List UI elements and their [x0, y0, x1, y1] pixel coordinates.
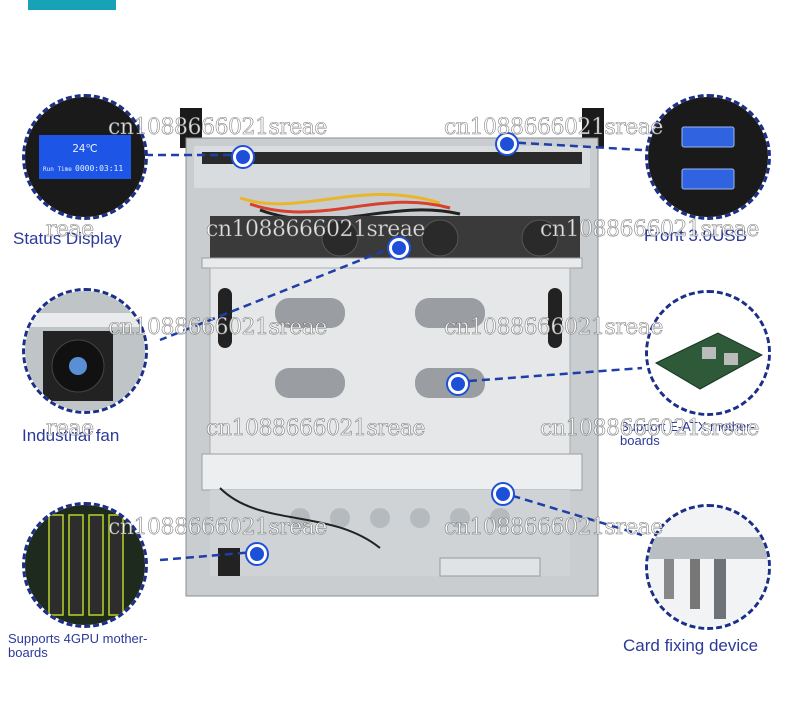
front-usb-label: Front 3.0USB: [644, 226, 747, 245]
watermark: cn1088666021sreae: [540, 217, 760, 243]
eatx-line1: Support E-ATX mother-: [620, 419, 755, 434]
front-usb-callout: [645, 94, 771, 220]
industrial-fan-label: Industrial fan: [22, 426, 120, 445]
gpu-marker: [247, 544, 267, 564]
motherboard-marker: [448, 374, 468, 394]
watermark: cn1088666021sreae: [540, 416, 760, 442]
eatx-line2: boards: [620, 433, 660, 448]
front-usb-marker: [497, 134, 517, 154]
lcd-run-time: 0000:03:11: [75, 164, 123, 173]
motherboard-callout: [645, 290, 771, 416]
gpu-callout: [22, 502, 148, 628]
server-chassis-image: [180, 108, 604, 598]
watermark: cn1088666021sreae: [108, 115, 328, 141]
status-display-label: Status Display: [13, 229, 122, 248]
watermark: cn1088666021sreae: [444, 115, 664, 141]
supports-4gpu-label: Supports 4GPU mother- boards: [8, 632, 178, 660]
lcd-run-time-label: Run Time: [43, 166, 72, 173]
fan-marker: [389, 238, 409, 258]
watermark: cn1088666021sreae: [444, 315, 664, 341]
status-display-callout: 24℃ Run Time 0000:03:11: [22, 94, 148, 220]
supports-4gpu-line1: Supports 4GPU mother-: [8, 631, 148, 646]
eatx-label: Support E-ATX mother- boards: [620, 420, 780, 448]
lcd-temp: 24℃: [72, 142, 98, 155]
card-fixing-marker: [493, 484, 513, 504]
watermark-fragment: reae: [46, 217, 95, 243]
watermark: cn1088666021sreae: [108, 315, 328, 341]
watermark: cn1088666021sreae: [108, 515, 328, 541]
watermark: cn1088666021sreae: [206, 416, 426, 442]
status-display-marker: [233, 147, 253, 167]
watermark-fragment: reae: [46, 416, 95, 442]
card-fixing-label: Card fixing device: [623, 636, 759, 655]
card-fixing-callout: [645, 504, 771, 630]
accent-bar: [28, 0, 116, 10]
industrial-fan-callout: [22, 288, 148, 414]
watermark: cn1088666021sreae: [444, 515, 664, 541]
watermark: cn1088666021sreae: [206, 217, 426, 243]
supports-4gpu-line2: boards: [8, 645, 48, 660]
